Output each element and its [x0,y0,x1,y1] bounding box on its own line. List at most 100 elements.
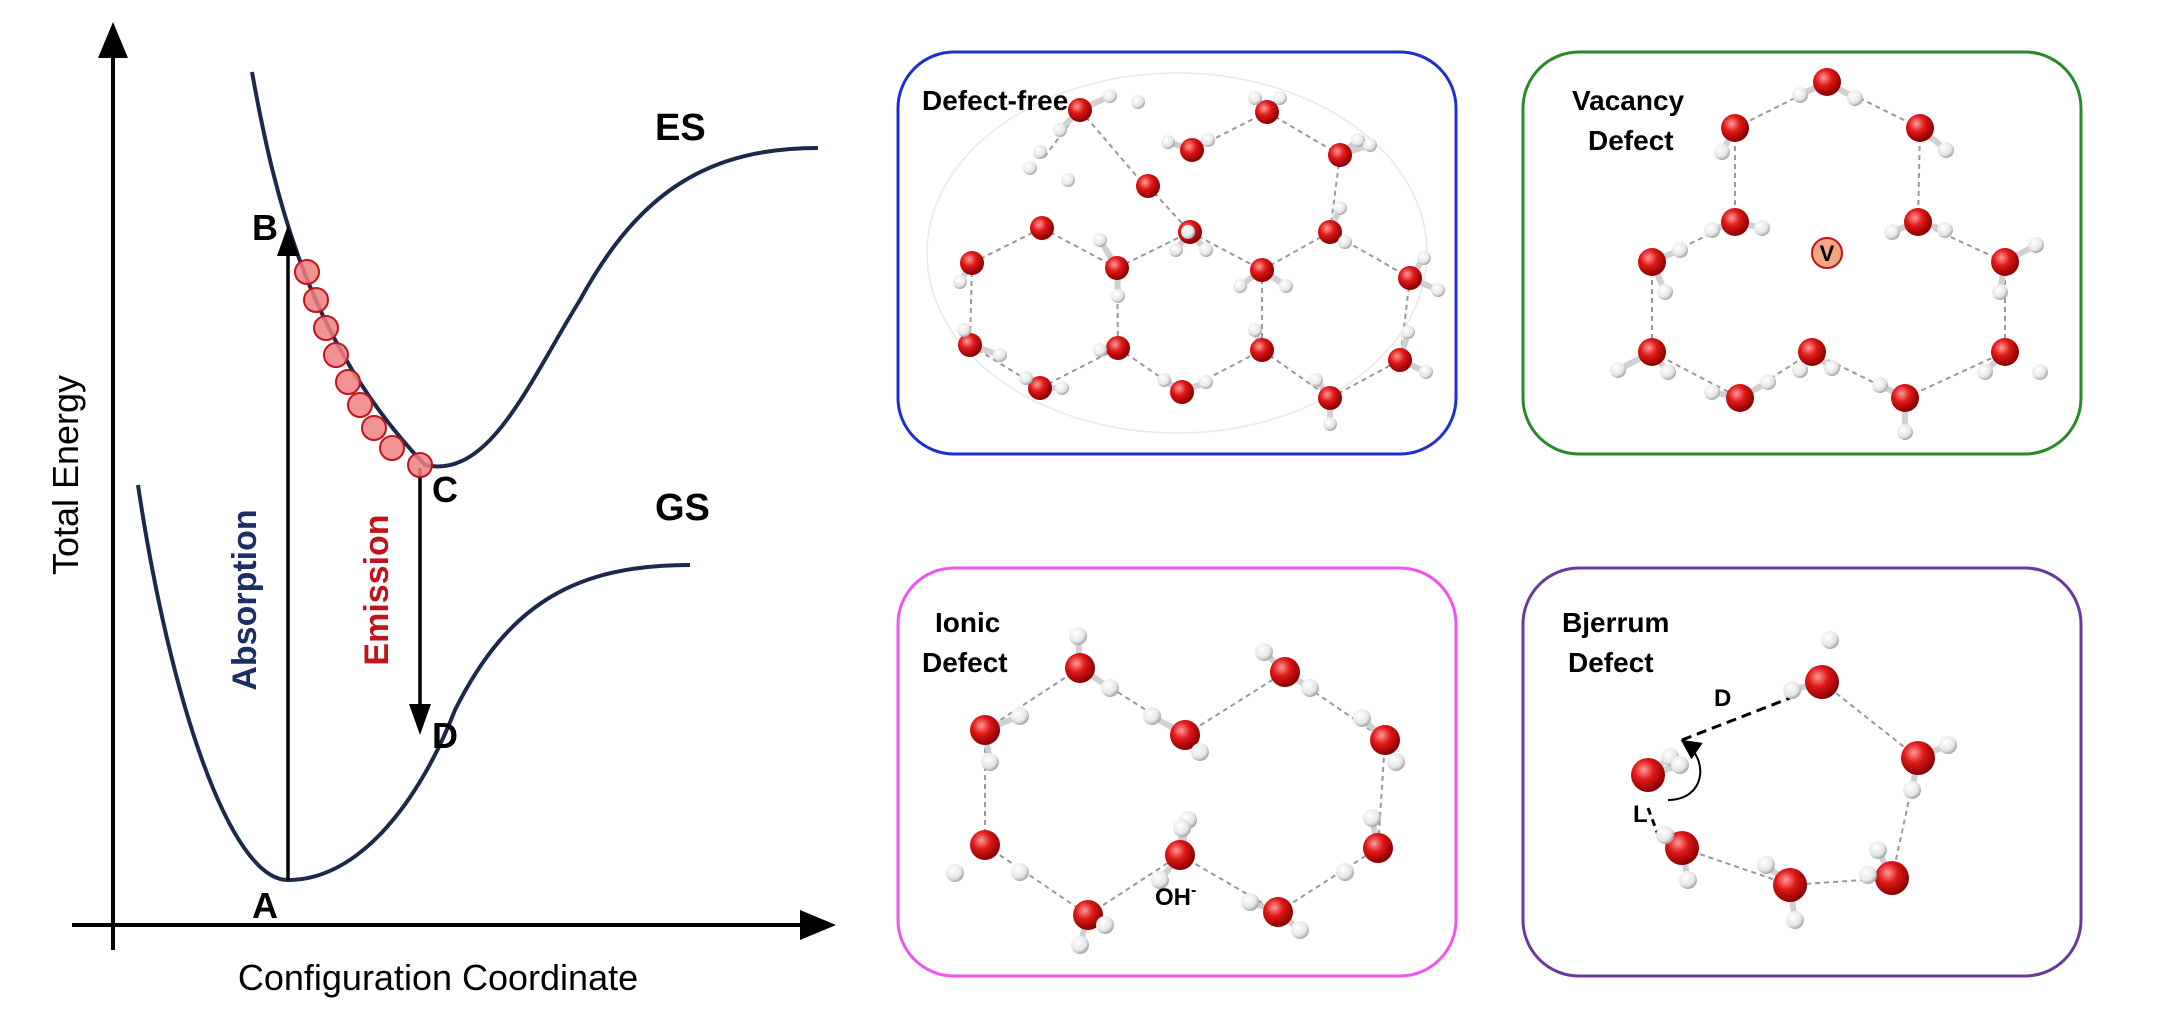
oxygen-atom [958,333,982,357]
hydrogen-atom [1704,384,1720,400]
hydrogen-atom [1824,360,1840,376]
oxygen-atom [1721,208,1749,236]
emission-label: Emission [358,514,396,665]
panel-title-line2: Defect [1568,647,1654,678]
emission-arrow-head-icon [409,704,431,735]
hydrogen-atom [981,753,999,771]
hydroxide-text: OH [1155,884,1191,911]
hydrogen-atom [946,864,964,882]
hydrogen-atom [1419,365,1433,379]
hydrogen-atom [1157,373,1171,387]
panel-border [896,566,1458,978]
hydrogen-atom [1333,201,1347,215]
oxygen-atom [1388,348,1412,372]
absorption-arrow-head-icon [277,225,299,256]
hydrogen-atom [1273,91,1287,105]
hydrogen-atom [1279,279,1293,293]
oxygen-atom [970,830,1000,860]
panel-title-line2: Defect [1588,125,1674,156]
oxygen-atom [960,251,984,275]
hydrogen-atom [1714,144,1730,160]
oxygen-atom [1030,216,1054,240]
hydrogen-bond [1179,854,1279,913]
hydrogen-atom [1071,936,1089,954]
hydrogen-atom [1821,631,1839,649]
d-defect-bond [1681,696,1791,742]
x-axis-label: Configuration Coordinate [238,957,638,998]
panel-vacancy-defect: V Vacancy Defect [1521,50,2083,456]
hydrogen-atom [1291,921,1309,939]
hydrogen-atom [1191,743,1209,761]
hydrogen-atom [2028,237,2044,253]
oxygen-atom [1805,665,1839,699]
oxygen-atom [1798,338,1826,366]
hydrogen-bond [1821,681,1919,759]
oxygen-atom [1363,833,1393,863]
relaxation-marker [379,435,405,461]
hydrogen-atom [1351,133,1365,147]
panel-title-line1: Ionic [935,607,1000,638]
relaxation-marker [303,287,329,313]
hydrogen-atom [1757,856,1775,874]
hydrogen-atom [1241,893,1259,911]
y-axis-arrow-icon [98,22,128,58]
hydrogen-atom [1233,279,1247,293]
hydrogen-atom [1309,373,1323,387]
hydrogen-atom [1660,364,1676,380]
gs-label: GS [655,487,710,529]
vacancy-marker [1811,237,1843,269]
hydrogen-bond [1917,127,1921,223]
hydrogen-bond [969,262,973,346]
hydrogen-atom [1992,284,2008,300]
hydrogen-bond [1789,877,1893,886]
hydrogen-atom [1977,364,1993,380]
hydrogen-atom [1023,161,1037,175]
hydrogen-atom [1938,142,1954,158]
oxygen-atom [1250,258,1274,282]
oxygen-atom [1170,720,1200,750]
d-label: D [1714,685,1731,712]
hydrogen-atom [1847,90,1863,106]
hydrogen-atom [1301,679,1319,697]
point-c-label: C [432,469,458,510]
l-label: L [1633,801,1648,828]
hydrogen-atom [1033,145,1047,159]
oxygen-atom [1991,248,2019,276]
hydrogen-bond [1261,231,1331,271]
oxygen-atom [1991,338,2019,366]
oxygen-atom [1263,897,1293,927]
hydrogen-bond [1189,231,1263,271]
oxygen-atom [1180,138,1204,162]
hydrogen-atom [1792,362,1808,378]
hydrogen-atom [1401,325,1415,339]
hydrogen-atom [1111,289,1125,303]
hydrogen-bond [1917,221,2006,263]
hydrogen-atom [1061,173,1075,187]
hydrogen-atom [1143,707,1161,725]
oxygen-atom [1904,208,1932,236]
oxygen-atom [1170,380,1194,404]
hydrogen-atom [1151,871,1169,889]
hydrogen-atom [1161,135,1175,149]
hydrogen-atom [1656,826,1674,844]
oxygen-atom [1136,174,1160,198]
hydrogen-atom [1169,243,1183,257]
oxygen-atom [1255,100,1279,124]
oxygen-atom [1165,840,1195,870]
panel-title: Defect-free [922,85,1068,116]
hydrogen-atom [1011,707,1029,725]
panel-border [1521,566,2083,978]
hydrogen-bond [1734,81,1828,129]
hydrogen-bond [1651,351,1741,399]
oxygen-atom [1318,220,1342,244]
oxygen-atom [1726,384,1754,412]
hydrogen-atom [1363,138,1377,152]
oxygen-atom [970,715,1000,745]
hydrogen-atom [1431,283,1445,297]
relaxation-marker [407,452,433,478]
hydrogen-atom [1657,284,1673,300]
hydrogen-atom [1103,89,1117,103]
hydrogen-atom [1019,371,1033,385]
hydrogen-atom [1255,643,1273,661]
oxygen-atom [1250,338,1274,362]
